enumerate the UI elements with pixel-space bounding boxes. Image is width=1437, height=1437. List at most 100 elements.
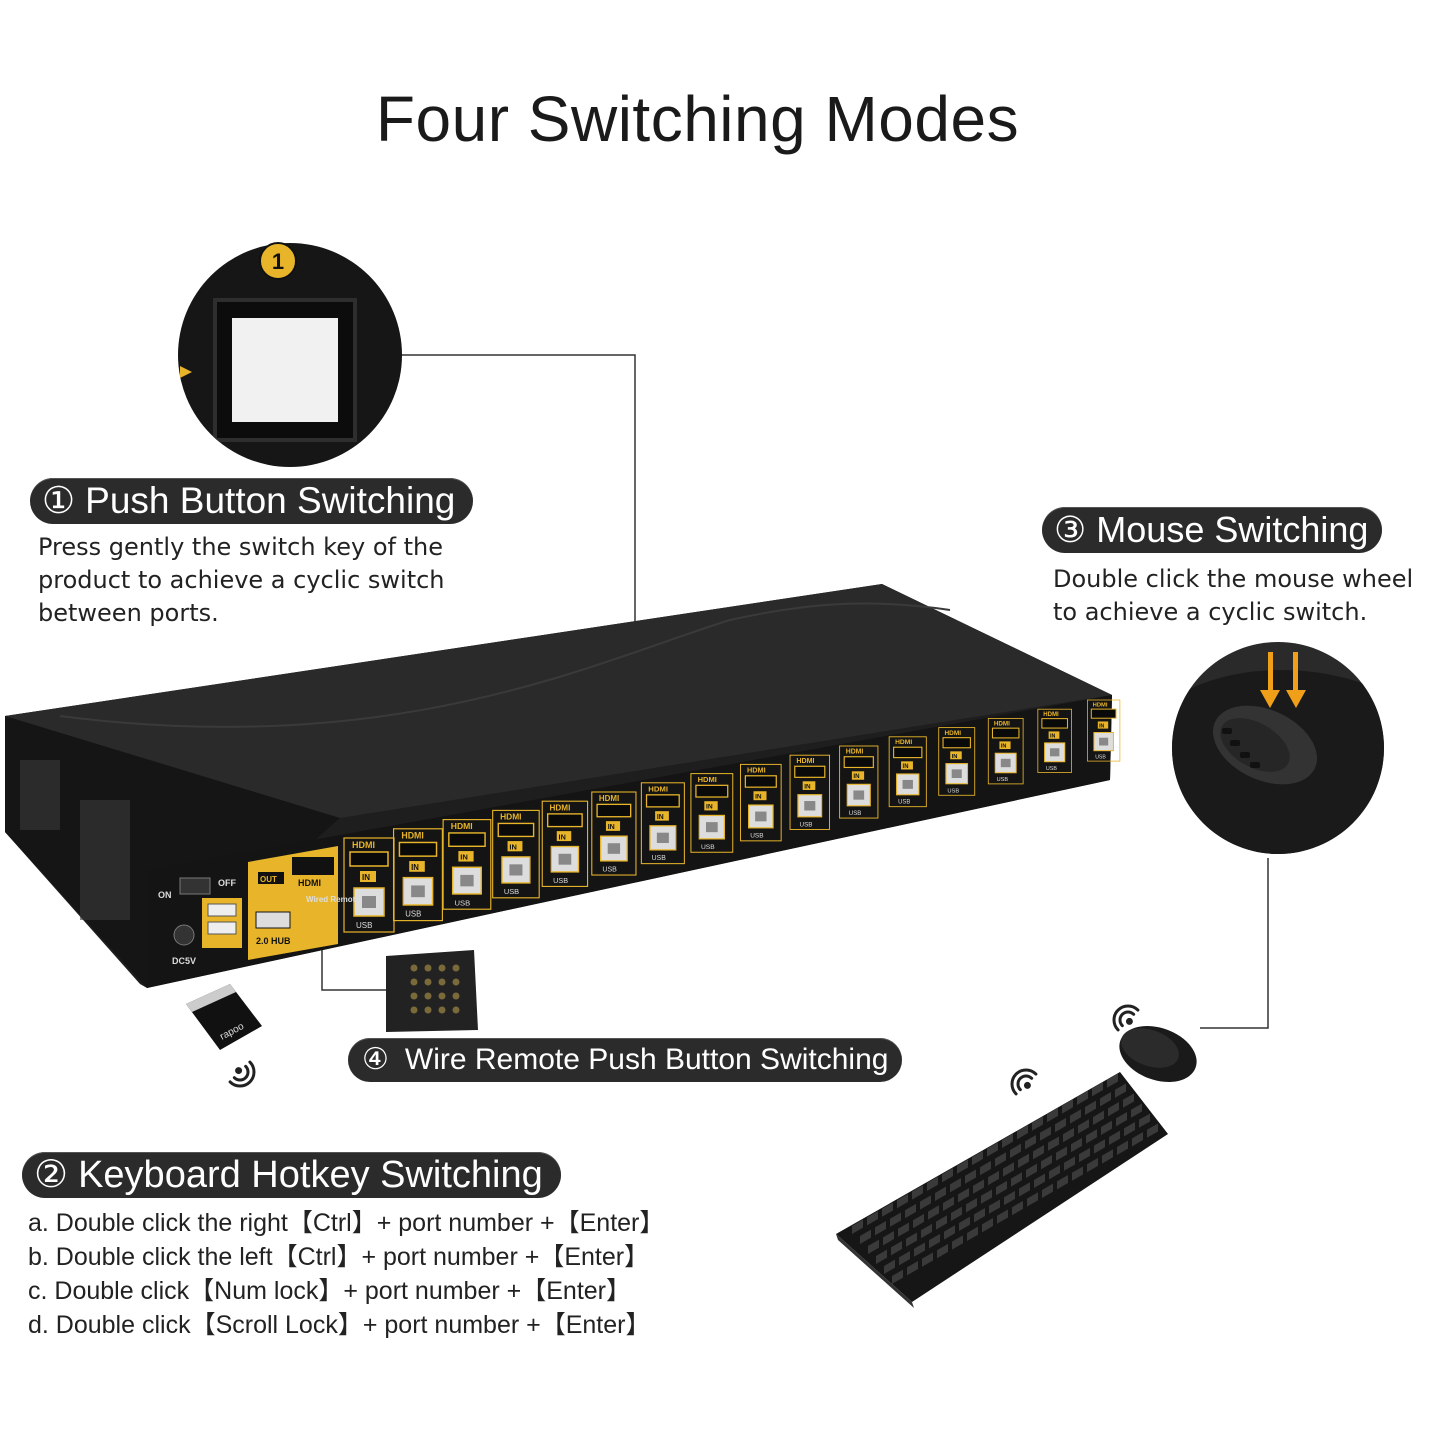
port-in-label: IN xyxy=(952,754,958,760)
keyboard-key xyxy=(972,1150,983,1166)
keyboard-key xyxy=(1018,1153,1029,1168)
keyboard-key xyxy=(892,1269,903,1284)
hotkey-item: d. Double click【Scroll Lock】+ port numbe… xyxy=(28,1311,651,1339)
mode-wire-remote-label: Wire Remote Push Button Switching xyxy=(404,1043,889,1076)
keyboard-key xyxy=(965,1169,976,1184)
keyboard-key xyxy=(1101,1120,1112,1135)
mode-number: ③ xyxy=(1054,509,1087,550)
keyboard-key xyxy=(1019,1182,1030,1197)
port-usb-label: USB xyxy=(405,910,421,919)
keyboard-key xyxy=(1094,1139,1105,1154)
mode-number: ① xyxy=(42,480,76,521)
keyboard-key xyxy=(1040,1126,1051,1141)
port-hdmi-label: HDMI xyxy=(648,784,668,793)
keyboard-key xyxy=(997,1209,1008,1224)
keyboard-key xyxy=(906,1232,917,1247)
kvm-port: HDMI IN USB xyxy=(938,727,976,796)
keyboard-key xyxy=(967,1226,978,1241)
keyboard-key xyxy=(1042,1183,1053,1198)
keyboard-key xyxy=(1063,1127,1074,1143)
wire-remote xyxy=(386,950,478,1032)
keyboard-key xyxy=(1056,1146,1067,1161)
keyboard-key xyxy=(1093,1110,1104,1125)
switch-off-label: OFF xyxy=(218,878,236,888)
hdmi-out-label: HDMI xyxy=(298,878,321,888)
port-hdmi-label: HDMI xyxy=(895,739,912,746)
keyboard-key xyxy=(980,1160,991,1176)
mode-number: ④ xyxy=(362,1043,389,1076)
keyboard-key xyxy=(1041,1155,1052,1170)
port-in-label: IN xyxy=(903,764,909,770)
port-hdmi-label: HDMI xyxy=(401,831,423,841)
keyboard-key xyxy=(1032,1116,1043,1131)
port-usb-label: USB xyxy=(455,898,471,907)
description-line: to achieve a cyclic switch. xyxy=(1053,598,1368,626)
usb-dongle: rapoo xyxy=(186,984,262,1050)
keyboard-key xyxy=(1108,1102,1119,1117)
keyboard-key xyxy=(1071,1137,1082,1153)
port-group: HDMI IN USB HDMI IN USB HDMI IN USB HDMI IN USB HDMI… xyxy=(343,699,1121,933)
keyboard-key xyxy=(996,1180,1007,1196)
mode-number: ② xyxy=(34,1154,69,1196)
out-label: OUT xyxy=(260,875,277,884)
keyboard-key xyxy=(1062,1099,1073,1114)
keyboard-key xyxy=(907,1261,918,1276)
remote-button xyxy=(410,1006,418,1014)
keyboard-key xyxy=(898,1222,909,1237)
keyboard-key xyxy=(974,1208,985,1223)
keyboard-key xyxy=(883,1231,894,1246)
keyboard-key xyxy=(1057,1175,1068,1190)
port-hdmi-label: HDMI xyxy=(549,803,570,812)
keyboard-key xyxy=(936,1215,947,1230)
port-usb-label: USB xyxy=(701,844,715,851)
port-hdmi-label: HDMI xyxy=(500,812,521,822)
keyboard-key xyxy=(950,1178,961,1193)
keyboard-key xyxy=(1070,1109,1081,1124)
keyboard-key xyxy=(897,1193,908,1209)
keyboard-key xyxy=(1139,1113,1150,1128)
remote-button xyxy=(438,978,446,986)
wireless-mouse xyxy=(1119,1025,1197,1083)
port-usb-label: USB xyxy=(602,867,617,874)
keyboard-key xyxy=(957,1159,968,1174)
remote-button xyxy=(410,964,418,972)
keyboard-key xyxy=(1102,1149,1113,1164)
port-in-label: IN xyxy=(657,814,664,821)
keyboard-key xyxy=(1064,1156,1075,1171)
mode-push-button-description: Press gently the switch key of the produ… xyxy=(38,531,445,630)
port-in-label: IN xyxy=(706,804,713,811)
port-hdmi-label: HDMI xyxy=(944,730,961,737)
keyboard-key xyxy=(935,1186,946,1201)
port-hdmi-label: HDMI xyxy=(698,775,717,784)
wifi-icon xyxy=(1010,1068,1038,1096)
port-usb-label: USB xyxy=(898,800,910,806)
connector-lines xyxy=(321,354,1269,1029)
wifi-icon xyxy=(228,1060,256,1088)
keyboard-key xyxy=(1124,1122,1135,1137)
port-hdmi-label: HDMI xyxy=(994,720,1010,727)
port-usb-label: USB xyxy=(947,788,959,794)
mode-push-button-label: Push Button Switching xyxy=(85,480,456,521)
mode-mouse-description: Double click the mouse wheel to achieve … xyxy=(1053,563,1413,629)
keyboard-key xyxy=(981,1189,992,1204)
badge-1-label: 1 xyxy=(272,249,284,274)
port-in-label: IN xyxy=(411,863,419,872)
push-button-zoom: 1 xyxy=(178,242,402,467)
kvm-port: HDMI IN USB xyxy=(392,828,443,922)
keyboard-key xyxy=(942,1168,953,1183)
keyboard-key xyxy=(1116,1112,1127,1127)
description-line: product to achieve a cyclic switch xyxy=(38,566,445,594)
port-hdmi-label: HDMI xyxy=(599,794,619,803)
port-usb-label: USB xyxy=(800,821,813,828)
keyboard-key xyxy=(988,1170,999,1186)
description-line: Double click the mouse wheel xyxy=(1053,565,1414,593)
keyboard-key xyxy=(1100,1092,1111,1107)
